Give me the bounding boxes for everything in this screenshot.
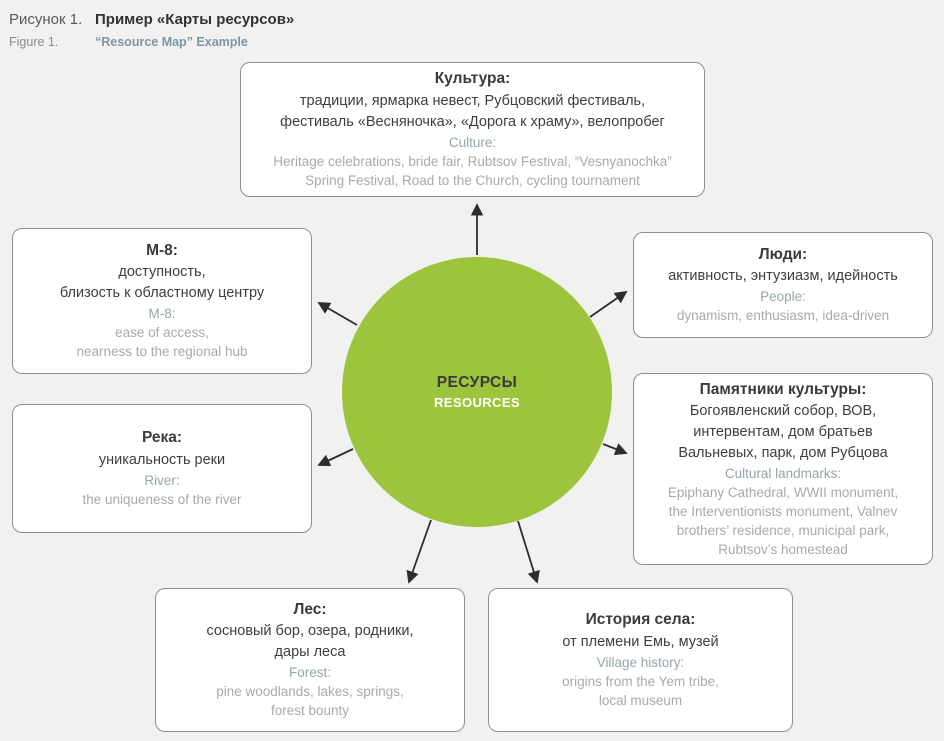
node-culture-title-en: Culture: [448,134,497,150]
center-title-en: RESOURCES [434,395,520,410]
node-m8-title-en: M-8: [148,306,176,322]
node-m8-body-en: ease of access, nearness to the regional… [76,325,248,360]
figure-label-ru: Рисунок 1. [9,11,83,28]
node-forest-body-ru: сосновый бор, озера, родники, дары леса [206,623,414,661]
node-landmarks-title-en: Cultural landmarks: [724,466,842,482]
node-river-body-ru: уникальность реки [98,451,226,468]
node-river-title-en: River: [144,472,180,488]
node-culture-body-ru: традиции, ярмарка невест, Рубцовский фес… [280,92,665,130]
node-history-body-ru: от племени Емь, музей [562,633,719,650]
node-forest-title-en: Forest: [288,665,331,681]
node-forest-body-en: pine woodlands, lakes, springs, forest b… [216,684,404,719]
node-history-title-ru: История села: [585,611,696,629]
node-history-title-en: Village history: [596,654,685,670]
figure-caption: Рисунок 1. Пример «Карты ресурсов» Figure… [9,9,294,52]
center-title-ru: РЕСУРСЫ [436,374,518,391]
node-river-title-ru: Река: [141,429,183,447]
figure-label-en: Figure 1. [9,34,59,49]
node-river-body-en: the uniqueness of the river [82,491,242,507]
resources-circle: РЕСУРСЫ RESOURCES [342,257,612,527]
figure-title-ru: Пример «Карты ресурсов» [95,11,295,28]
node-people-title-ru: Люди: [758,245,808,263]
node-culture-title-ru: Культура: [434,70,511,88]
node-landmarks-title-ru: Памятники культуры: [699,380,867,398]
node-landmarks-body-ru: Богоявленский собор, ВОВ, интервентам, д… [678,402,888,462]
figure-title-en: “Resource Map” Example [95,34,248,49]
node-forest-title-ru: Лес: [293,600,327,618]
node-culture: Культура: традиции, ярмарка невест, Рубц… [240,62,705,197]
node-people-body-en: dynamism, enthusiasm, idea-driven [676,308,890,324]
node-people: Люди: активность, энтузиазм, идейность P… [633,232,933,338]
node-river: Река: уникальность реки River: the uniqu… [12,404,312,533]
node-forest: Лес: сосновый бор, озера, родники, дары … [155,588,465,732]
node-m8: М-8: доступность, близость к областному … [12,228,312,374]
node-m8-title-ru: М-8: [146,241,178,259]
node-history-body-en: origins from the Yem tribe, local museum [562,673,719,708]
node-landmarks: Памятники культуры: Богоявленский собор,… [633,373,933,565]
node-m8-body-ru: доступность, близость к областному центр… [59,264,265,302]
node-people-body-ru: активность, энтузиазм, идейность [668,268,898,285]
node-culture-body-en: Heritage celebrations, bride fair, Rubts… [273,153,672,188]
node-landmarks-body-en: Epiphany Cathedral, WWII monument, the I… [667,484,899,557]
node-people-title-en: People: [760,289,806,305]
node-history: История села: от племени Емь, музей Vill… [488,588,793,732]
